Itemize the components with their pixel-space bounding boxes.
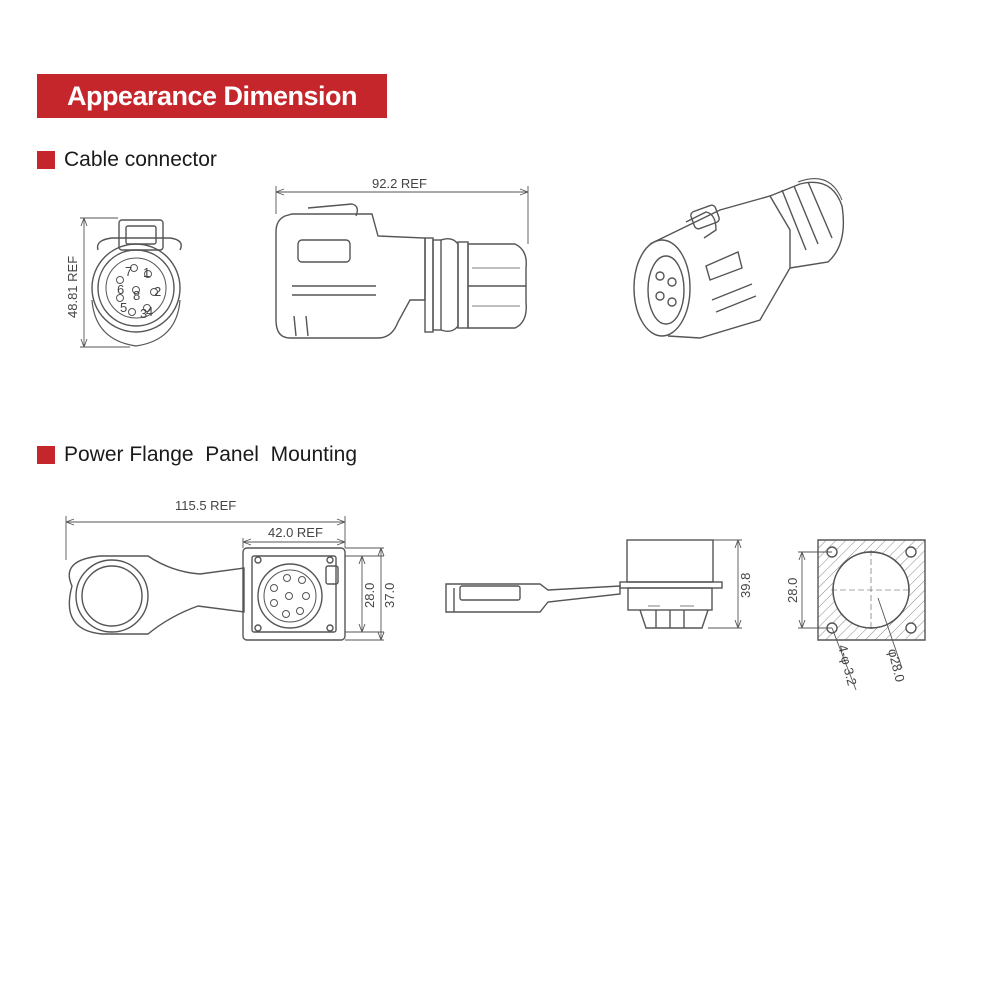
cable-height-dim: 48.81 REF — [65, 256, 80, 318]
cable-connector-heading: Cable connector — [37, 148, 217, 172]
pin-number: 4 — [146, 304, 153, 319]
flange-heading: Power Flange Panel Mounting — [37, 443, 357, 467]
pin-number: 1 — [143, 265, 150, 280]
pin-number: 6 — [117, 282, 124, 297]
panel-cutout-view: 28.0 4-φ 3.2 φ28.0 — [785, 539, 926, 691]
cable-3d-view — [633, 178, 845, 339]
pin-number: 5 — [120, 300, 127, 315]
flange-width-dim: 42.0 REF — [268, 525, 323, 540]
pin-number: 3 — [140, 306, 147, 321]
cable-length-dim: 92.2 REF — [372, 176, 427, 191]
flange-front-view: 115.5 REF 42.0 REF 28.0 37.0 — [65, 498, 397, 641]
cable-front-view: 1 2 3 4 5 6 7 8 48.81 REF — [65, 217, 182, 348]
cable-connector-label: Cable connector — [64, 148, 217, 171]
pin-numbers: 1 2 3 4 5 6 7 8 — [117, 264, 161, 321]
pin-number: 7 — [125, 264, 132, 279]
panel-holes-dim: 4-φ 3.2 — [835, 643, 860, 687]
red-square-bullet — [37, 151, 55, 169]
side-height-dim: 39.8 — [738, 573, 753, 598]
pin-number: 2 — [154, 284, 161, 299]
pin-number: 8 — [133, 288, 140, 303]
flange-side-view: 39.8 — [445, 539, 753, 629]
panel-size-dim: 28.0 — [785, 578, 800, 603]
flange-inner-dim: 28.0 — [362, 583, 377, 608]
cable-side-view: 92.2 REF — [275, 176, 529, 339]
red-square-bullet — [37, 446, 55, 464]
flange-label: Power Flange Panel Mounting — [64, 443, 358, 466]
flange-total-dim: 115.5 REF — [175, 498, 236, 513]
flange-outer-dim: 37.0 — [382, 583, 397, 608]
section-title-banner: Appearance Dimension — [37, 74, 387, 118]
panel-bore-dim: φ28.0 — [885, 647, 908, 683]
